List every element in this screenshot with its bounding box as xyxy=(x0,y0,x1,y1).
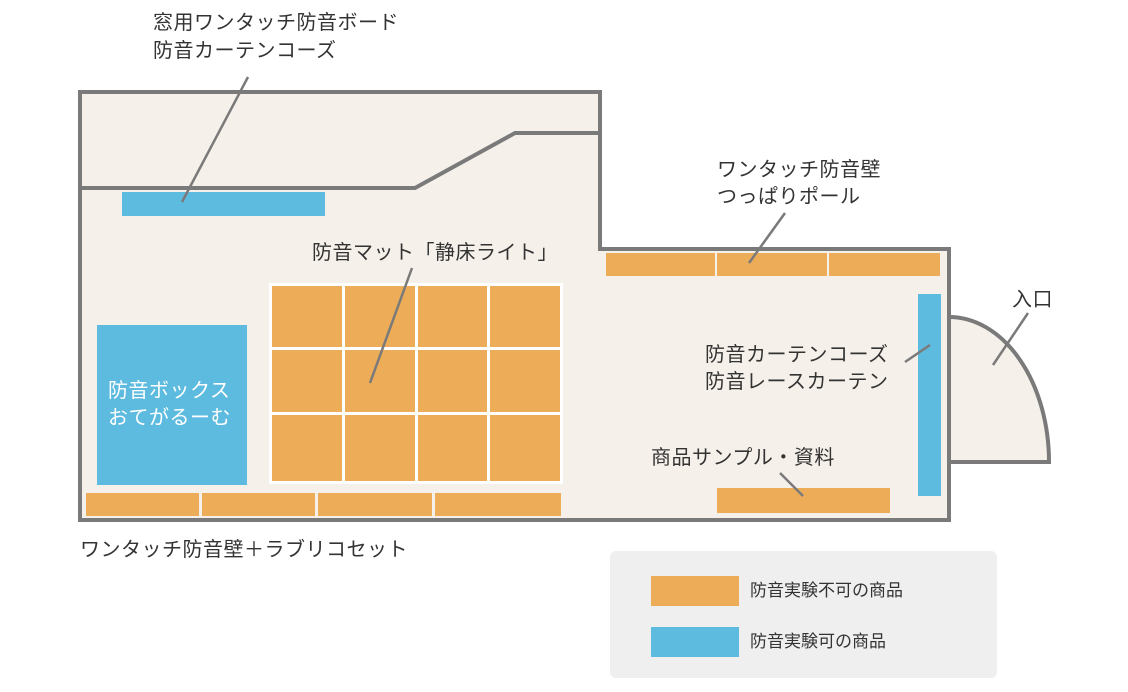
mat-tiles xyxy=(272,286,560,481)
leader-line-wall-pole xyxy=(747,212,787,264)
legend-label-blue: 防音実験可の商品 xyxy=(750,632,886,652)
window-board xyxy=(122,192,325,216)
wall-panels-bottom xyxy=(86,493,561,516)
legend-swatch-orange xyxy=(651,576,739,606)
leader-line-samples xyxy=(779,472,804,497)
label-entrance: 入口 xyxy=(1012,287,1053,311)
curtain-right xyxy=(918,294,941,496)
label-wall-pole-1: ワンタッチ防音壁 xyxy=(717,157,881,181)
label-wall-pole-2: つっぱりポール xyxy=(717,184,861,208)
label-samples: 商品サンプル・資料 xyxy=(651,445,835,469)
legend: 防音実験不可の商品 防音実験可の商品 xyxy=(610,551,997,678)
label-box-1: 防音ボックス xyxy=(108,378,231,402)
inner-wall xyxy=(80,131,600,190)
label-window-board: 窓用ワンタッチ防音ボード xyxy=(153,10,399,34)
leader-line-mat xyxy=(368,267,414,384)
legend-label-orange: 防音実験不可の商品 xyxy=(750,581,903,601)
label-curtain-top: 防音カーテンコーズ xyxy=(153,38,337,62)
soundproof-box xyxy=(97,325,247,485)
leader-line-curtain xyxy=(904,343,931,364)
wall-panels-top xyxy=(606,253,940,276)
leader-line-entrance xyxy=(991,312,1030,366)
entrance-door-arc xyxy=(948,315,1052,464)
label-curtain-right-1: 防音カーテンコーズ xyxy=(705,342,889,366)
room-wall xyxy=(78,90,951,522)
label-mat: 防音マット「静床ライト」 xyxy=(312,240,558,264)
label-box-2: おてがるーむ xyxy=(108,405,231,429)
label-curtain-right-2: 防音レースカーテン xyxy=(705,369,889,393)
leader-line-window xyxy=(180,76,250,203)
label-wall-set: ワンタッチ防音壁＋ラブリコセット xyxy=(80,537,408,561)
legend-swatch-blue xyxy=(651,627,739,657)
samples-shelf xyxy=(717,488,890,513)
entrance-door-floor xyxy=(949,317,1049,462)
